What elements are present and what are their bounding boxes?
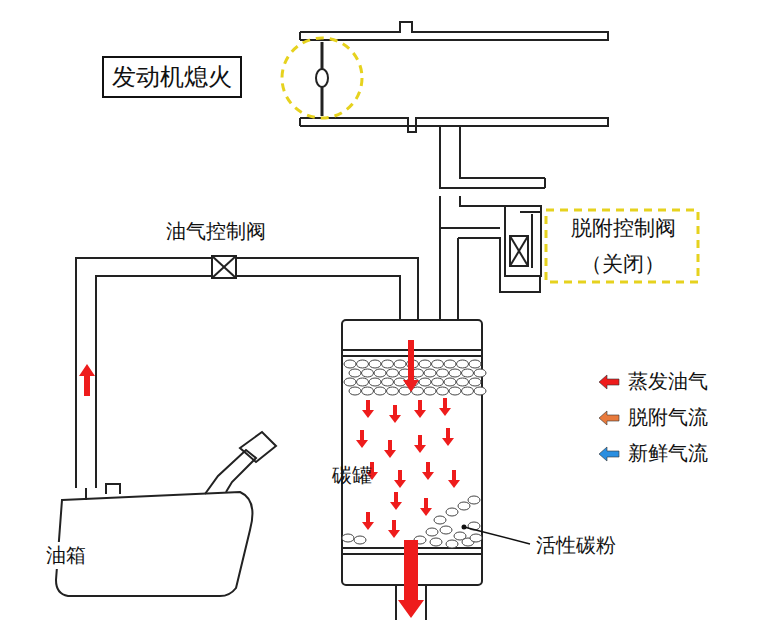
legend-arrow	[599, 411, 619, 425]
legend-swatch	[598, 446, 620, 462]
tank-label: 油箱	[44, 542, 88, 569]
canister-label: 碳罐	[330, 462, 374, 489]
legend-swatch	[598, 374, 620, 390]
legend-text: 新鲜气流	[628, 440, 708, 467]
node-text: 发动机熄火	[112, 61, 232, 93]
node-text: 脱附控制阀	[571, 214, 676, 242]
carbon-label: 活性碳粉	[534, 532, 618, 559]
node-text: （关闭）	[581, 250, 665, 278]
valve-label: 油气控制阀	[164, 218, 268, 245]
legend-row: 蒸发油气	[598, 368, 708, 395]
legend-text: 蒸发油气	[628, 368, 708, 395]
legend-arrow	[599, 447, 619, 461]
legend-row: 新鲜气流	[598, 440, 708, 467]
legend-swatch	[598, 410, 620, 426]
valve-callout: 脱附控制阀 （关闭）	[550, 212, 696, 280]
legend-arrow	[599, 375, 619, 389]
legend-text: 脱附气流	[628, 404, 708, 431]
status-box: 发动机熄火	[102, 56, 242, 98]
legend-row: 脱附气流	[598, 404, 708, 431]
